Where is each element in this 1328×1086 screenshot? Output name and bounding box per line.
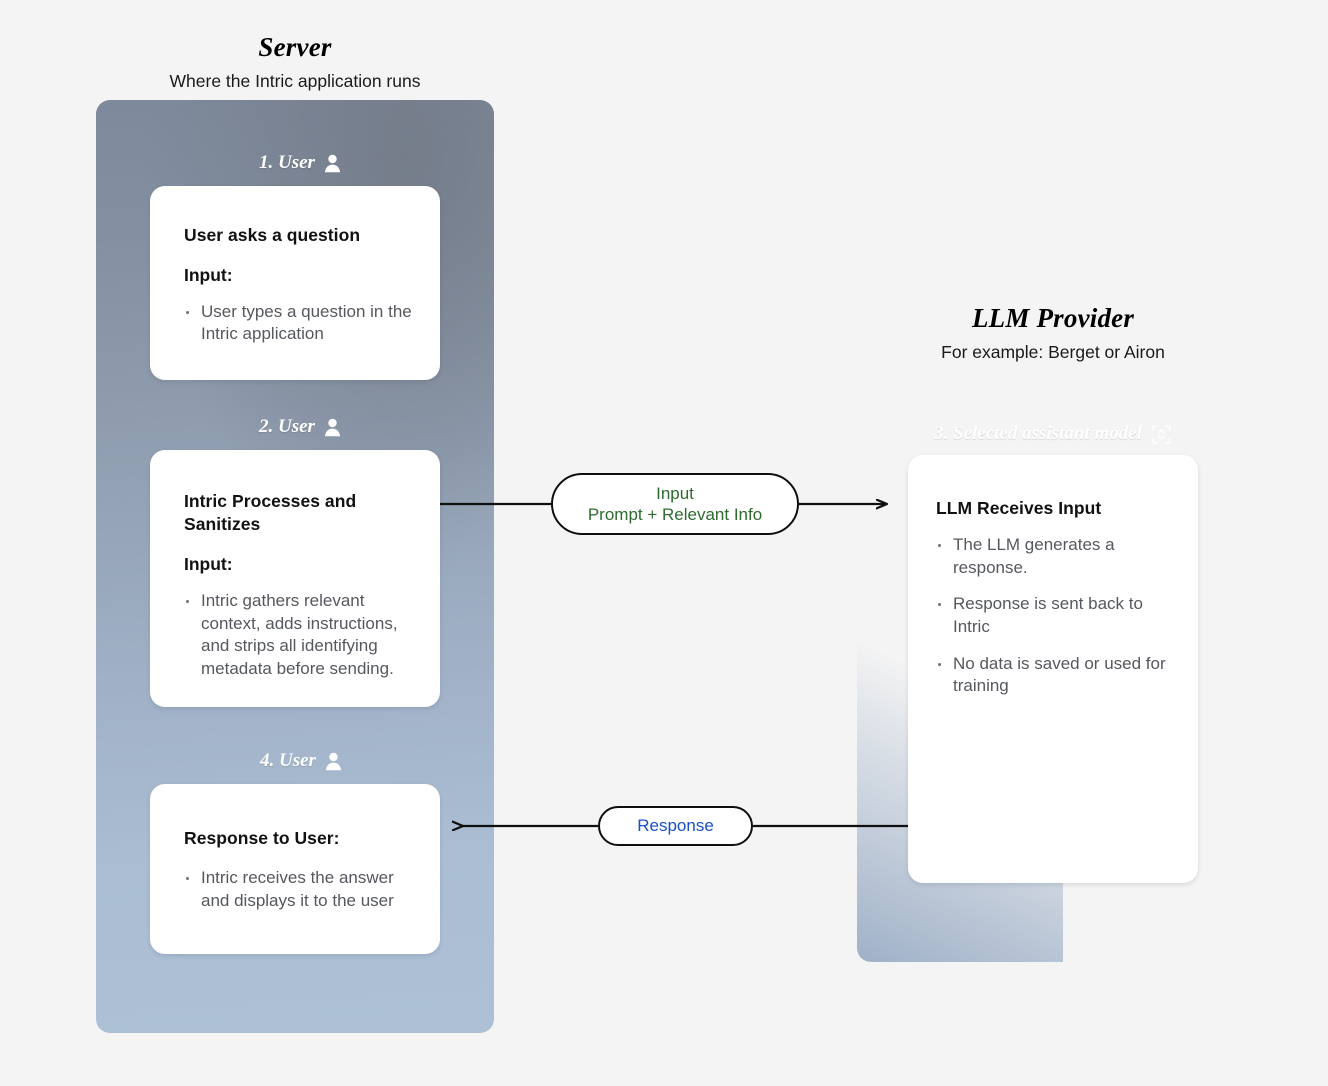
llm-provider-subtitle: For example: Berget or Airon [941, 342, 1165, 363]
card-3-title: LLM Receives Input [936, 498, 1102, 518]
card-1-bullet-list: User types a question in the Intric appl… [184, 301, 412, 346]
server-column-header: Server Where the Intric application runs [96, 32, 494, 92]
step-label-3: 3. Selected assistant model [934, 423, 1172, 445]
card-4-title: Response to User: [184, 828, 340, 848]
llm-provider-title: LLM Provider [971, 303, 1135, 333]
card-2-title: Intric Processes and Sanitizes [184, 491, 357, 535]
user-icon [325, 752, 342, 771]
edge-label-input-line2: Prompt + Relevant Info [587, 505, 763, 524]
step-label-2: 2. User [259, 416, 341, 438]
card-3-bullet-list: The LLM generates a response. Response i… [936, 534, 1174, 698]
card-2-sublabel: Input: [184, 554, 233, 575]
list-item: No data is saved or used for training [936, 653, 1174, 698]
edge-label-input-line1: Input [656, 483, 694, 503]
card-1-sublabel: Input: [184, 265, 233, 286]
edge-label-response: Response [598, 806, 753, 846]
card-step-2: Intric Processes and Sanitizes Input: In… [150, 450, 440, 707]
list-item: Intric gathers relevant context, adds in… [184, 590, 412, 680]
step-4-label-text: 4. User [260, 750, 316, 771]
edge-label-response-line1: Response [637, 816, 714, 836]
step-1-label-text: 1. User [259, 152, 315, 173]
user-icon [324, 418, 341, 437]
card-step-4: Response to User: Intric receives the an… [150, 784, 440, 954]
user-icon [324, 154, 341, 173]
step-2-label-text: 2. User [259, 416, 315, 437]
step-label-1: 1. User [259, 152, 341, 174]
model-target-icon [1151, 424, 1172, 445]
list-item: The LLM generates a response. [936, 534, 1174, 579]
card-step-3: LLM Receives Input The LLM generates a r… [908, 455, 1198, 883]
list-item: Intric receives the answer and displays … [184, 867, 412, 912]
step-3-label-text: 3. Selected assistant model [934, 423, 1142, 444]
card-1-title: User asks a question [184, 225, 361, 245]
list-item: Response is sent back to Intric [936, 593, 1174, 638]
card-2-bullet-list: Intric gathers relevant context, adds in… [184, 590, 412, 680]
list-item: User types a question in the Intric appl… [184, 301, 412, 346]
edge-label-input: Input Prompt + Relevant Info [551, 473, 799, 535]
server-subtitle: Where the Intric application runs [169, 71, 421, 92]
card-4-bullet-list: Intric receives the answer and displays … [184, 867, 412, 912]
llm-provider-column-header: LLM Provider For example: Berget or Airo… [854, 303, 1252, 363]
card-step-1: User asks a question Input: User types a… [150, 186, 440, 380]
server-title: Server [258, 32, 332, 62]
step-label-4: 4. User [260, 750, 342, 772]
